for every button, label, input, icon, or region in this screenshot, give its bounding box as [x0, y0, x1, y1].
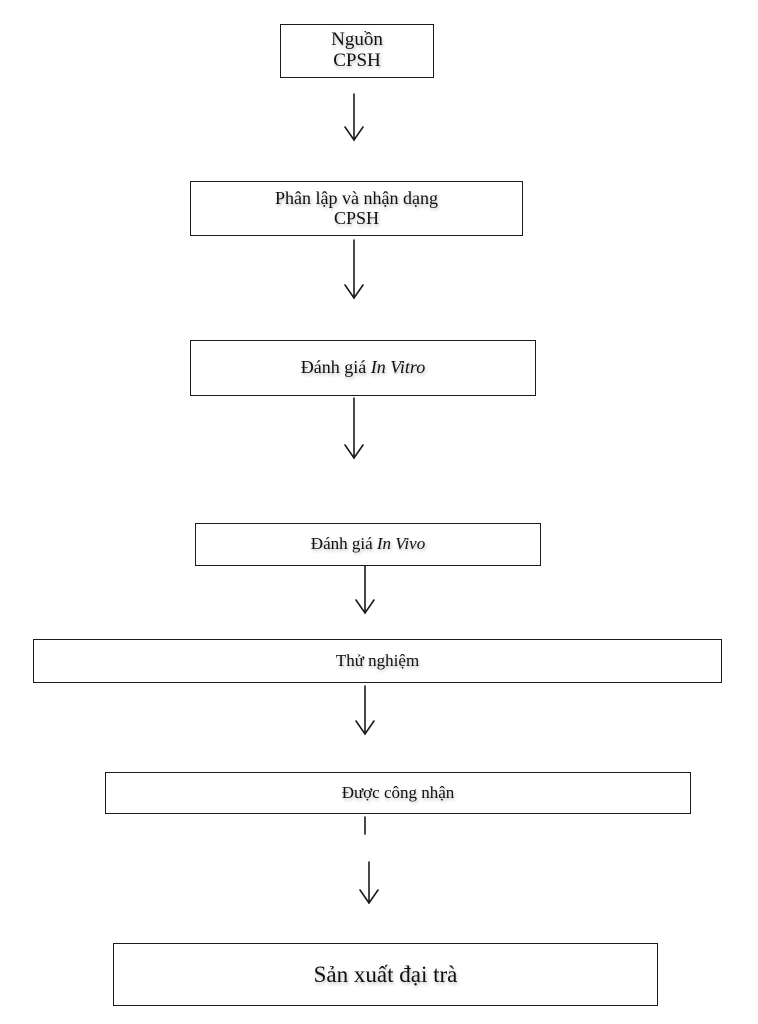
step-in-vivo-box: Đánh giá In Vivo	[195, 523, 541, 566]
step-isolation-line1: Phân lập và nhận dạng	[275, 187, 438, 208]
step-source-line2: CPSH	[333, 50, 381, 71]
step-recognized-box: Được công nhận	[105, 772, 691, 814]
step-in-vitro-term: In Vitro	[370, 357, 426, 378]
step-in-vivo-prefix: Đánh giá	[310, 534, 377, 554]
step-mass-production-label: Sản xuất đại trà	[313, 961, 458, 987]
step-trial-box: Thử nghiệm	[33, 639, 722, 683]
arrow-6	[359, 861, 379, 905]
arrow-3	[344, 397, 364, 460]
step-isolation-box: Phân lập và nhận dạng CPSH	[190, 181, 523, 236]
step-in-vivo-term: In Vivo	[376, 534, 426, 554]
arrow-2	[344, 239, 364, 300]
arrow-4	[355, 565, 375, 615]
step-in-vitro-box: Đánh giá In Vitro	[190, 340, 536, 396]
arrow-1	[344, 93, 364, 142]
step-mass-production-box: Sản xuất đại trà	[113, 943, 658, 1006]
step-recognized-label: Được công nhận	[341, 782, 455, 802]
step-source-line1: Nguồn	[331, 29, 383, 51]
step-trial-label: Thử nghiệm	[335, 650, 420, 670]
step-in-vitro-prefix: Đánh giá	[300, 357, 371, 378]
step-isolation-line2: CPSH	[333, 207, 380, 228]
arrow-5	[355, 685, 375, 736]
step-source-box: Nguồn CPSH	[280, 24, 434, 78]
